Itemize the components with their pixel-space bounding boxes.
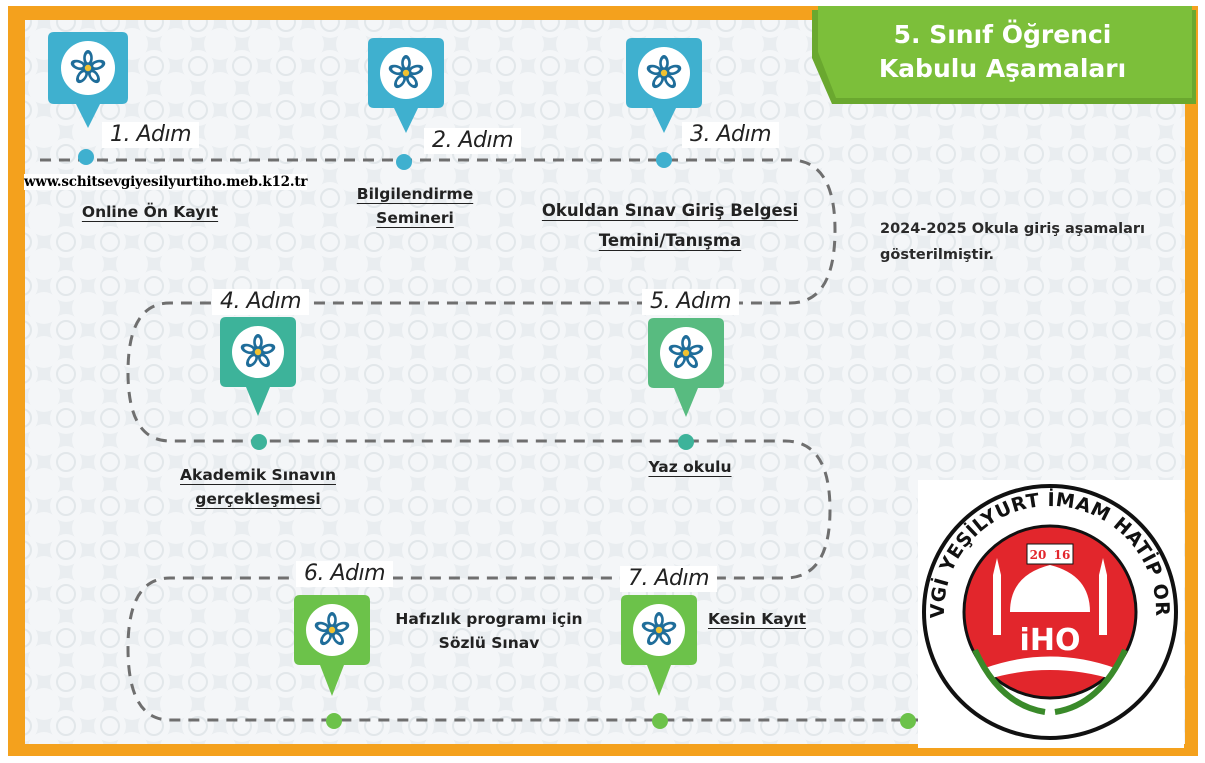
dot-4	[251, 434, 267, 450]
step-7-label: Kesin Kayıt	[708, 610, 807, 628]
step-4-number: 4. Adım	[212, 289, 310, 315]
book-icon	[985, 656, 1115, 680]
dot-6	[326, 713, 342, 729]
step-2-label: Bilgilendirme Semineri	[330, 182, 500, 230]
pin-3	[626, 38, 702, 133]
minaret-left	[993, 575, 1001, 635]
step-5-number: 5. Adım	[642, 289, 740, 315]
dot-8	[900, 713, 916, 729]
laurel-left	[972, 648, 1046, 715]
mosque-dome	[1010, 565, 1090, 612]
website-url: www.schitsevgiyesilyurtiho.meb.k12.tr	[24, 174, 308, 190]
dashed-path	[40, 158, 920, 722]
logo-year-right: 16	[1054, 548, 1071, 562]
dot-3	[656, 152, 672, 168]
step-4-label: Akademik Sınavın gerçekleşmesi	[168, 463, 348, 511]
pin-4	[220, 317, 296, 416]
path-dots	[78, 149, 916, 729]
pin-6	[294, 595, 370, 696]
minaret-right	[1099, 575, 1107, 635]
banner-title-line1: 5. Sınıf Öğrenci	[893, 20, 1112, 49]
step-6-label-line1: Hafızlık programı için	[395, 610, 583, 628]
step-2-number: 2. Adım	[424, 128, 522, 154]
step-3-label-line1: Okuldan Sınav Giriş Belgesi	[541, 201, 799, 220]
dot-7	[652, 713, 668, 729]
dot-2	[396, 154, 412, 170]
banner-title: 5. Sınıf Öğrenci Kabulu Aşamaları	[830, 18, 1175, 86]
step-7-number: 7. Adım	[620, 566, 718, 592]
pin-1	[48, 32, 128, 128]
step-4-label-line2: gerçekleşmesi	[195, 490, 321, 508]
info-text: 2024-2025 Okula giriş aşamaları gösteril…	[880, 216, 1145, 268]
dot-1	[78, 149, 94, 165]
step-1-label: Online Ön Kayıt	[81, 203, 219, 221]
pin-2	[368, 38, 444, 133]
logo-year-left: 20	[1030, 548, 1047, 562]
pin-7	[621, 595, 697, 696]
step-1-number: 1. Adım	[102, 122, 200, 148]
step-2-label-line2: Semineri	[376, 209, 454, 227]
step-4-label-line1: Akademik Sınavın	[180, 466, 336, 484]
step-3-label-line2: Temini/Tanışma	[598, 231, 742, 250]
banner-title-line2: Kabulu Aşamaları	[878, 54, 1127, 83]
title-banner	[818, 6, 1192, 98]
dot-5	[678, 434, 694, 450]
step-6-label-line2: Sözlü Sınav	[438, 634, 540, 652]
step-6-number: 6. Adım	[296, 561, 394, 587]
laurel-right	[1054, 648, 1128, 715]
step-3-label: Okuldan Sınav Giriş Belgesi Temini/Tanış…	[520, 196, 820, 256]
step-6-label: Hafızlık programı için Sözlü Sınav	[374, 607, 604, 655]
logo-center-text: iHO	[1020, 623, 1081, 658]
step-5-label: Yaz okulu	[648, 458, 732, 476]
pin-5	[648, 318, 724, 417]
step-3-number: 3. Adım	[682, 122, 780, 148]
info-text-line1: 2024-2025 Okula giriş aşamaları	[880, 221, 1145, 237]
info-text-line2: gösterilmiştir.	[880, 247, 995, 263]
step-2-label-line1: Bilgilendirme	[356, 185, 474, 203]
